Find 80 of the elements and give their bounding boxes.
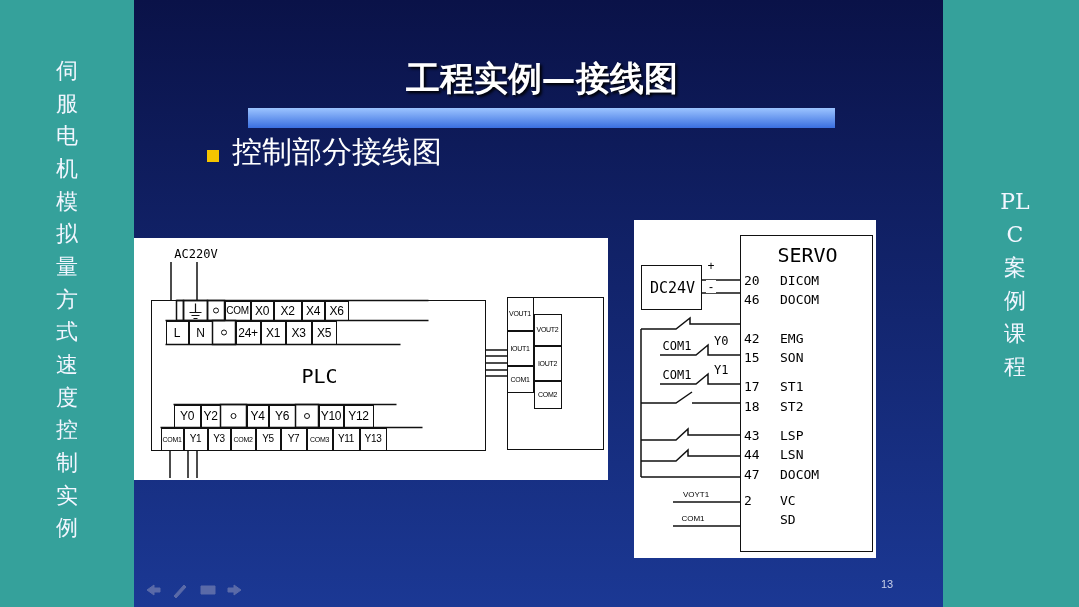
- pin-label: 20: [744, 272, 761, 288]
- pin-label: Y1: [714, 363, 730, 377]
- terminal-cell: Y13: [359, 427, 387, 451]
- edge-label: +: [706, 259, 716, 272]
- sidebar-title: PLC案例课程: [1000, 188, 1030, 381]
- edge-label: -: [706, 280, 716, 293]
- terminal-cell: Y10: [318, 404, 344, 428]
- pin-label: DOCOM: [780, 291, 821, 307]
- edge-label: COM1: [678, 513, 708, 524]
- pin-label: 43: [744, 427, 761, 443]
- wire: [701, 279, 741, 281]
- terminal-cell: X5: [311, 320, 337, 345]
- terminal-cell: X0: [250, 300, 274, 321]
- terminal-cell: X4: [301, 300, 325, 321]
- node-label: DC24V: [648, 278, 697, 299]
- terminal-cell: Y7: [280, 427, 307, 451]
- node-label: AC220V: [173, 246, 219, 262]
- pin-label: EMG: [780, 330, 805, 346]
- wire: [672, 525, 741, 527]
- terminal-cell: COM: [224, 300, 251, 321]
- pin-label: 17: [744, 378, 761, 394]
- pin-label: DICOM: [780, 272, 821, 288]
- node-label: COM1: [661, 368, 693, 382]
- pin-label: ST1: [780, 378, 805, 394]
- bullet-text: 控制部分接线图: [232, 133, 443, 171]
- node-label: SERVO: [776, 242, 839, 269]
- terminal-cell: Y11: [332, 427, 360, 451]
- terminal-cell: Y12: [343, 404, 374, 428]
- bus-cable: [485, 349, 508, 377]
- page-number: 13: [879, 577, 895, 591]
- wire: [701, 292, 741, 294]
- terminal-cell: Y0: [173, 404, 201, 428]
- pin-label: 44: [744, 446, 761, 462]
- pin-label: 47: [744, 466, 761, 482]
- pin-label: Y0: [714, 334, 730, 348]
- sidebar-title: 伺服电机模拟量方式速度控制实例: [55, 57, 79, 543]
- wire: [672, 501, 741, 503]
- node-label: PLC: [300, 363, 339, 390]
- terminal-cell: X1: [260, 320, 286, 345]
- wire: [187, 450, 189, 479]
- pin-label: 42: [744, 330, 761, 346]
- terminal-cell: L: [165, 320, 189, 345]
- pin-label: LSP: [780, 427, 805, 443]
- terminal-cell: Y1: [183, 427, 208, 451]
- pin-label: 18: [744, 398, 761, 414]
- pin-label: SON: [780, 349, 805, 365]
- switch-contact-wire: [640, 316, 741, 330]
- pin-label: 2: [744, 492, 753, 508]
- wire: [196, 450, 198, 479]
- terminal-cell: Y2: [200, 404, 221, 428]
- pin-label: VC: [780, 492, 797, 508]
- switch-contact-wire: [640, 391, 741, 404]
- switch-contact-wire: [640, 448, 741, 462]
- pin-label: SD: [780, 511, 797, 527]
- switch-contact-wire: [640, 427, 741, 441]
- pin-label: DOCOM: [780, 466, 821, 482]
- module-box: [507, 297, 604, 450]
- terminal-cell: Y3: [207, 427, 231, 451]
- terminal-cell: 24+: [235, 320, 261, 345]
- switch-contact-wire: [659, 372, 741, 385]
- terminal-cell: Y5: [255, 427, 281, 451]
- terminal-cell: Y4: [246, 404, 269, 428]
- terminal-cell: Y6: [268, 404, 296, 428]
- terminal-cell: X6: [324, 300, 349, 321]
- wire: [169, 450, 171, 479]
- pin-label: 15: [744, 349, 761, 365]
- wire: [640, 476, 741, 478]
- servo-box: [740, 235, 873, 552]
- power-supply-box: [641, 265, 702, 310]
- terminal-cell: X2: [273, 300, 302, 321]
- pin-label: ST2: [780, 398, 805, 414]
- wire: [196, 261, 198, 301]
- pin-label: LSN: [780, 446, 805, 462]
- plc-box: [151, 300, 486, 451]
- terminal-cell: X3: [285, 320, 312, 345]
- wire: [170, 261, 172, 301]
- switch-contact-wire: [659, 343, 741, 356]
- node-label: COM1: [661, 339, 693, 353]
- pin-label: 46: [744, 291, 761, 307]
- terminal-cell: N: [188, 320, 213, 345]
